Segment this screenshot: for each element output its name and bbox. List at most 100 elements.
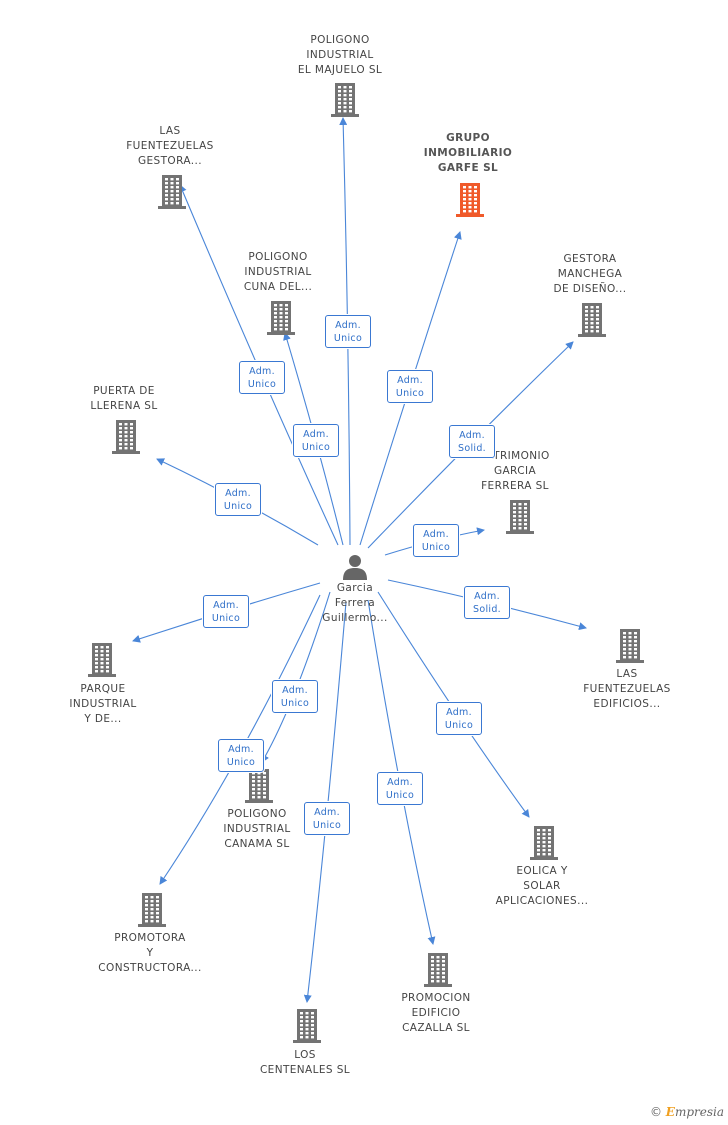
company-name-line: GESTORA	[563, 253, 617, 265]
company-name-line: MANCHEGA	[557, 268, 623, 280]
relation-text: Adm.	[387, 776, 413, 788]
relation-text: Unico	[226, 756, 256, 768]
building-icon[interactable]	[455, 183, 485, 217]
company-name-line: APLICACIONES...	[495, 895, 589, 907]
building-icon[interactable]	[157, 175, 187, 209]
company-name-line: Y DE...	[84, 713, 122, 725]
company-label-puerta[interactable]: PUERTA DE LLERENA SL	[90, 384, 157, 414]
relation-label-grupo[interactable]: Adm.Unico	[387, 370, 433, 403]
person-name-line: Guillermo...	[322, 612, 388, 624]
relation-label-gestora-manchega[interactable]: Adm.Solid.	[449, 425, 495, 458]
company-name-line: INDUSTRIAL	[244, 266, 312, 278]
relation-text: Solid.	[458, 442, 486, 454]
company-name-line: POLIGONO	[248, 251, 308, 263]
company-label-gestora-manchega[interactable]: GESTORA MANCHEGA DE DISEÑO...	[553, 252, 626, 297]
relation-text: Unico	[421, 541, 451, 553]
building-icon[interactable]	[292, 1009, 322, 1043]
relation-text: Unico	[385, 789, 415, 801]
relation-label-centenales[interactable]: Adm.Unico	[304, 802, 350, 835]
building-icon[interactable]	[137, 893, 167, 927]
building-icon[interactable]	[423, 953, 453, 987]
company-name-line: GARFE SL	[437, 162, 499, 174]
relation-text: Unico	[333, 332, 363, 344]
relation-label-parque[interactable]: Adm.Unico	[203, 595, 249, 628]
relation-label-patrimonio[interactable]: Adm.Unico	[413, 524, 459, 557]
relation-label-lasfuentezuelas-edificios[interactable]: Adm.Solid.	[464, 586, 510, 619]
copyright-symbol: ©	[649, 1105, 662, 1119]
relation-label-puerta[interactable]: Adm.Unico	[215, 483, 261, 516]
relation-text: Adm.	[314, 806, 340, 818]
building-icon[interactable]	[615, 629, 645, 663]
company-name-line: SOLAR	[523, 880, 561, 892]
company-name-line: FERRERA SL	[481, 480, 549, 492]
company-name-line: LLERENA SL	[90, 400, 158, 412]
relation-label-eolica[interactable]: Adm.Unico	[436, 702, 482, 735]
relation-text: Unico	[223, 500, 253, 512]
company-name-line: DE DISEÑO...	[553, 283, 627, 295]
relation-text: Unico	[395, 387, 425, 399]
relation-label-canama[interactable]: Adm.Unico	[272, 680, 318, 713]
person-name-line: Garcia	[336, 582, 374, 594]
company-name-line: EDIFICIO	[411, 1007, 461, 1019]
company-node-gestora-manchega[interactable]: GESTORA MANCHEGA DE DISEÑO...	[515, 252, 665, 297]
building-icon[interactable]	[529, 826, 559, 860]
company-name-line: CENTENALES SL	[259, 1064, 351, 1076]
person-node[interactable]: Garcia Ferrera Guillermo...	[290, 553, 420, 626]
relation-text: Adm.	[213, 599, 239, 611]
company-name-line: INMOBILIARIO	[423, 147, 513, 159]
relation-label-promotora[interactable]: Adm.Unico	[218, 739, 264, 772]
company-name-line: POLIGONO	[227, 808, 287, 820]
relation-label-majuelo[interactable]: Adm.Unico	[325, 315, 371, 348]
company-label-parque[interactable]: PARQUE INDUSTRIAL Y DE...	[69, 682, 136, 727]
building-icon[interactable]	[244, 769, 274, 803]
relation-label-cuna[interactable]: Adm.Unico	[293, 424, 339, 457]
company-name-line: EDIFICIOS...	[593, 698, 661, 710]
company-node-parque[interactable]: PARQUE INDUSTRIAL Y DE...	[28, 682, 178, 727]
person-icon	[343, 555, 367, 580]
building-icon[interactable]	[577, 303, 607, 337]
building-icon[interactable]	[330, 83, 360, 117]
company-name-line: CAZALLA SL	[402, 1022, 470, 1034]
relation-text: Unico	[280, 697, 310, 709]
person-name-line: Ferrera	[334, 597, 376, 609]
relation-label-lasfuentezuelas-gestora[interactable]: Adm.Unico	[239, 361, 285, 394]
building-icon[interactable]	[87, 643, 117, 677]
company-name-line: EL MAJUELO SL	[297, 64, 383, 76]
building-icon[interactable]	[111, 420, 141, 454]
company-node-puerta[interactable]: PUERTA DE LLERENA SL	[49, 384, 199, 414]
relation-label-promocion[interactable]: Adm.Unico	[377, 772, 423, 805]
relation-text: Solid.	[473, 603, 501, 615]
company-name-line: FUENTEZUELAS	[583, 683, 671, 695]
building-icon[interactable]	[505, 500, 535, 534]
company-name-line: GESTORA...	[137, 155, 202, 167]
relation-text: Adm.	[423, 528, 449, 540]
company-name-line: INDUSTRIAL	[69, 698, 137, 710]
company-name-line: PARQUE	[80, 683, 126, 695]
company-name-line: INDUSTRIAL	[223, 823, 291, 835]
company-name-line: PUERTA DE	[93, 385, 155, 397]
relation-text: Unico	[247, 378, 277, 390]
building-icon[interactable]	[266, 301, 296, 335]
